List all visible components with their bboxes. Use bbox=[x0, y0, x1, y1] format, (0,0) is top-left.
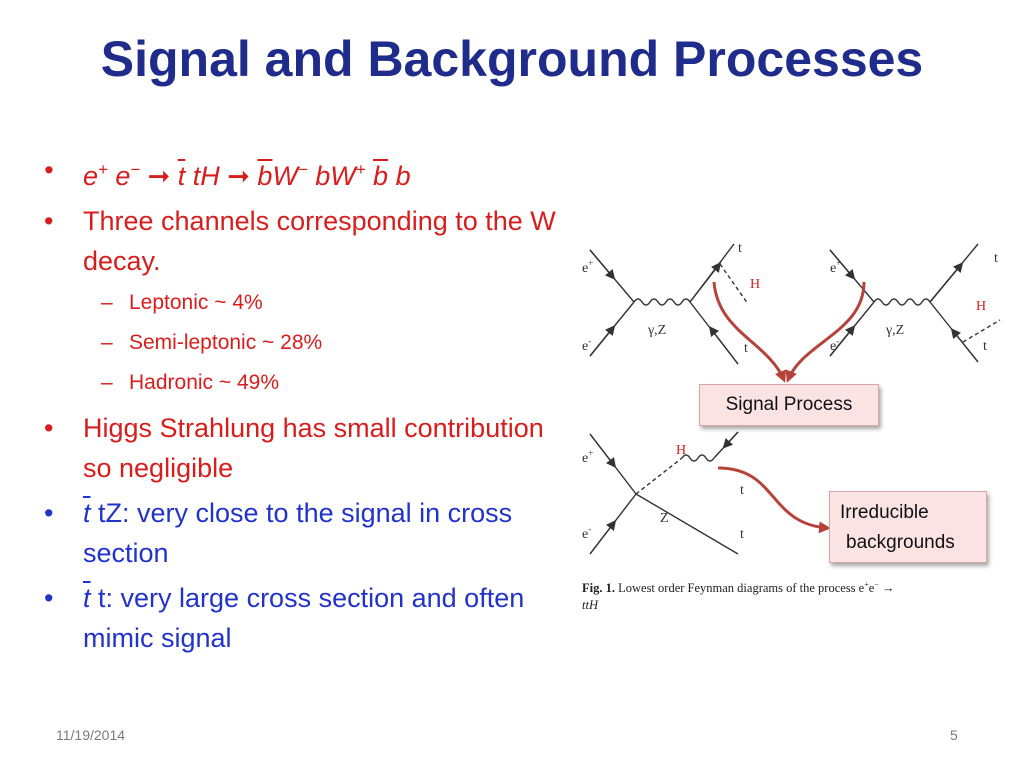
fermion-arrow bbox=[929, 262, 964, 303]
svg-text:t: t bbox=[740, 483, 744, 498]
callout-text: Irreducible bbox=[840, 502, 929, 523]
arrow-symbol: ➞ bbox=[140, 161, 178, 191]
diagram-signal-2-labels: e+ e- γ,Z t t H bbox=[830, 251, 998, 354]
diagram-background-labels: e+ e- Z H t t bbox=[582, 443, 744, 542]
bullet-tt: t t: very large cross section and often … bbox=[44, 578, 564, 658]
fermion-arrow bbox=[829, 249, 856, 280]
fermion-arrow bbox=[689, 262, 722, 303]
fermion-arrow bbox=[589, 325, 616, 357]
bullet-text: t: very large cross section and often mi… bbox=[83, 583, 525, 653]
sub-list: Leptonic ~ 4% Semi-leptonic ~ 28% Hadron… bbox=[83, 283, 564, 403]
svg-text:γ,Z: γ,Z bbox=[885, 323, 904, 338]
svg-text:Fig. 1. Lowest order Feynman d: Fig. 1. Lowest order Feynman diagrams of… bbox=[582, 580, 894, 595]
svg-text:t: t bbox=[744, 341, 748, 356]
eq-part: e bbox=[107, 161, 131, 191]
slide-title: Signal and Background Processes bbox=[100, 31, 924, 87]
svg-text:γ,Z: γ,Z bbox=[647, 323, 666, 338]
eq-part: + bbox=[98, 160, 108, 179]
diagram-signal-2 bbox=[829, 243, 1001, 363]
figure-caption: Fig. 1. Lowest order Feynman diagrams of… bbox=[582, 580, 894, 612]
fermion-line bbox=[635, 493, 739, 555]
bullet-higgs-strahlung: Higgs Strahlung has small contribution s… bbox=[44, 408, 564, 488]
svg-text:H: H bbox=[676, 443, 686, 458]
footer-page-number: 5 bbox=[950, 727, 958, 743]
svg-text:e+: e+ bbox=[582, 258, 593, 276]
svg-text:t: t bbox=[740, 527, 744, 542]
eq-part: tH bbox=[185, 161, 228, 191]
bullet-text: tZ: very close to the signal in cross se… bbox=[83, 498, 513, 568]
eq-part: e bbox=[83, 161, 99, 191]
svg-text:e-: e- bbox=[582, 336, 591, 354]
bullet-list: e+ e− ➞ t tH ➞ bW− bW+ b b Three channel… bbox=[44, 150, 564, 663]
bullet-text: Higgs Strahlung has small contribution s… bbox=[83, 413, 544, 483]
footer-date: 11/19/2014 bbox=[56, 727, 126, 743]
boson-propagator bbox=[633, 298, 691, 306]
signal-process-callout: Signal Process bbox=[699, 384, 879, 426]
fermion-arrow bbox=[722, 431, 739, 449]
eq-part: − bbox=[130, 160, 141, 179]
eq-part: − bbox=[297, 160, 308, 179]
diagram-signal-1 bbox=[589, 243, 749, 365]
fermion-arrow bbox=[829, 325, 856, 357]
sub-item-hadronic: Hadronic ~ 49% bbox=[101, 363, 564, 403]
callout-text: Signal Process bbox=[725, 394, 853, 415]
z-boson bbox=[681, 454, 715, 462]
arrow-to-signal-right bbox=[785, 281, 866, 383]
higgs-line bbox=[719, 263, 749, 305]
irreducible-backgrounds-callout: Irreducible backgrounds bbox=[829, 491, 987, 563]
fermion-arrow bbox=[589, 520, 617, 555]
eq-part: + bbox=[355, 160, 366, 179]
bullet-process-equation: e+ e− ➞ t tH ➞ bW− bW+ b b bbox=[44, 150, 564, 196]
svg-text:H: H bbox=[976, 299, 986, 314]
sub-item-leptonic: Leptonic ~ 4% bbox=[101, 283, 564, 323]
arrow-to-irreducible bbox=[717, 466, 831, 534]
callout-text: backgrounds bbox=[846, 532, 955, 553]
boson-propagator bbox=[873, 298, 931, 306]
svg-text:e-: e- bbox=[830, 336, 839, 354]
eq-part: b bbox=[373, 161, 389, 191]
fermion-arrow bbox=[589, 249, 616, 280]
eq-part: W bbox=[272, 161, 298, 191]
svg-text:t: t bbox=[983, 339, 987, 354]
bullet-text: Three channels corresponding to the W de… bbox=[83, 206, 556, 276]
feynman-diagrams: e+ e- γ,Z t t H e+ e- γ,Z t t H bbox=[582, 241, 1001, 612]
eq-part: bW bbox=[307, 161, 356, 191]
higgs-line bbox=[962, 319, 1001, 343]
eq-part: b bbox=[388, 161, 411, 191]
diagram-signal-1-labels: e+ e- γ,Z t t H bbox=[582, 241, 760, 356]
sub-item-semi-leptonic: Semi-leptonic ~ 28% bbox=[101, 323, 564, 363]
svg-text:e-: e- bbox=[582, 524, 591, 542]
bullet-ttz: t tZ: very close to the signal in cross … bbox=[44, 493, 564, 573]
fermion-arrow bbox=[708, 326, 739, 365]
svg-text:Z: Z bbox=[660, 511, 669, 526]
eq-part: t bbox=[177, 161, 186, 191]
svg-text:t: t bbox=[994, 251, 998, 266]
fermion-arrow bbox=[589, 433, 617, 468]
bullet-three-channels: Three channels corresponding to the W de… bbox=[44, 201, 564, 403]
eq-part: b bbox=[257, 161, 273, 191]
feynman-diagram-figure: e+ e- γ,Z t t H e+ e- γ,Z t t H bbox=[578, 232, 1016, 622]
svg-text:e+: e+ bbox=[830, 258, 841, 276]
svg-text:H: H bbox=[750, 277, 760, 292]
svg-text:ttH: ttH bbox=[582, 598, 599, 612]
svg-text:t: t bbox=[738, 241, 742, 256]
diagram-background bbox=[589, 431, 739, 555]
fermion-arrow bbox=[950, 328, 979, 363]
arrow-to-signal-left bbox=[712, 281, 787, 383]
tbar-symbol: t bbox=[83, 583, 91, 613]
svg-text:e+: e+ bbox=[582, 448, 593, 466]
higgs-line bbox=[635, 457, 683, 495]
eq-part bbox=[366, 161, 374, 191]
tbar-symbol: t bbox=[83, 498, 91, 528]
arrow-symbol: ➞ bbox=[227, 161, 258, 191]
